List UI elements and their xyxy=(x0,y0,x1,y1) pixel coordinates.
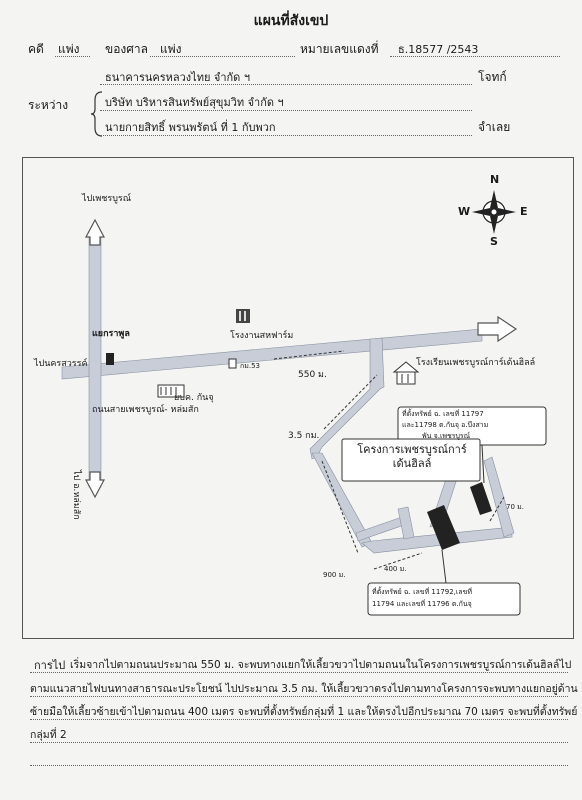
between-label: ระหว่าง xyxy=(28,98,69,112)
route-line-4: กลุ่มที่ 2 xyxy=(30,729,67,741)
dist-line-900 xyxy=(321,460,359,554)
case-number-label: หมายเลขแดงที่ xyxy=(300,42,379,56)
label-dist-35: 3.5 กม. xyxy=(288,431,320,441)
arrow-east xyxy=(477,315,518,343)
label-dist-70: 70 ม. xyxy=(506,503,524,511)
route-line-1: เริ่มจากไปตามถนนประมาณ 550 ม. จะพบทางแยก… xyxy=(70,659,572,671)
label-intersection: แยกราพูล xyxy=(92,329,130,339)
dotted-line xyxy=(100,135,472,136)
court-value: แพ่ง xyxy=(160,42,182,56)
dotted-line xyxy=(30,672,568,673)
dist-line-35 xyxy=(323,374,378,430)
map-frame xyxy=(22,157,574,639)
project-name: โครงการเพชรบูรณ์การ์ เด้นฮิลล์ xyxy=(357,443,467,470)
court-label: ของศาล xyxy=(105,42,148,56)
compass-rose xyxy=(472,190,516,234)
dotted-line xyxy=(30,719,568,720)
label-dist-900: 900 ม. xyxy=(323,571,346,579)
label-dist-550: 550 ม. xyxy=(298,370,327,380)
label-school: โรงเรียนเพชรบูรณ์การ์เด้นฮิลล์ xyxy=(416,358,536,368)
case-number: ธ.18577 /2543 xyxy=(398,43,479,56)
label-km-marker: กม.53 xyxy=(240,362,260,370)
dotted-line xyxy=(55,56,90,57)
plaintiff: ธนาคารนครหลวงไทย จำกัด ฯ xyxy=(105,71,251,84)
vertical-road xyxy=(88,236,102,488)
dotted-line xyxy=(150,56,295,57)
route-label: การไป xyxy=(34,659,66,672)
info-box-2 xyxy=(367,582,521,616)
defendant-1: บริษัท บริหารสินทรัพย์สุขุมวิท จำกัด ฯ xyxy=(105,96,284,109)
arrow-north xyxy=(85,218,105,246)
leader-line-1 xyxy=(481,444,485,484)
parcel-group-2 xyxy=(470,482,492,515)
school-icon xyxy=(392,361,420,385)
dist-line-550 xyxy=(273,350,345,360)
arrow-south xyxy=(85,471,105,499)
compass-w: W xyxy=(458,205,471,218)
leader-line-2 xyxy=(441,549,447,584)
dotted-line xyxy=(100,110,472,111)
info-text-2: ที่ตั้งทรัพย์ ฉ. เลขที่ 11792,เลขที่ 117… xyxy=(372,588,472,608)
case-label: คดี xyxy=(28,42,44,56)
defendant-role: จำเลย xyxy=(478,120,511,134)
intersection-building xyxy=(106,353,114,365)
case-type: แพ่ง xyxy=(58,42,80,56)
compass-s: S xyxy=(490,235,498,248)
factory-icon xyxy=(236,309,250,323)
parcel-group-1 xyxy=(427,505,460,550)
label-factory: โรงงานสหฟาร์ม xyxy=(230,331,294,341)
label-to-lomsak: ไป อ.หล่มสัก xyxy=(71,470,81,520)
label-dist-400: 400 ม. xyxy=(384,565,407,573)
compass-n: N xyxy=(490,173,500,186)
dotted-line xyxy=(30,742,568,743)
inner-road-2 xyxy=(397,506,415,540)
brace xyxy=(90,91,103,137)
km-marker-post xyxy=(228,358,237,369)
document-title: แผนที่สังเขป xyxy=(253,13,329,29)
project-box xyxy=(341,438,481,482)
route-line-2: ตามแนวสายไฟบนทางสาธารณะประโยชน์ ไปประมาณ… xyxy=(30,683,578,695)
dotted-line xyxy=(390,56,560,57)
map-drawing xyxy=(61,190,547,616)
label-to-nakhonsawan: ไปนครสวรรค์ xyxy=(34,359,88,369)
dotted-line xyxy=(100,84,472,85)
defendant-2: นายกายสิทธิ์ พรนพรัตน์ ที่ 1 กับพวก xyxy=(105,121,276,134)
plaintiff-role: โจทก์ xyxy=(478,70,507,84)
info-text-1: ที่ตั้งทรัพย์ ฉ. เลขที่ 11797 และ11798 ต… xyxy=(402,410,489,440)
label-to-phetchabun: ไปเพชรบูรณ์ xyxy=(82,194,132,204)
branch-road xyxy=(309,337,385,460)
right-road xyxy=(483,456,515,538)
dotted-line xyxy=(30,765,568,766)
route-line-3: ซ้ายมือให้เลี้ยวซ้ายเข้าไปตามถนน 400 เมต… xyxy=(30,706,578,718)
police-icon xyxy=(157,384,185,398)
compass-e: E xyxy=(520,205,528,218)
label-police: ยบค. กันจุ xyxy=(174,393,214,403)
dotted-line xyxy=(30,696,568,697)
label-road-name: ถนนสายเพชรบูรณ์- หล่มสัก xyxy=(92,405,199,415)
dist-line-400 xyxy=(373,552,423,570)
